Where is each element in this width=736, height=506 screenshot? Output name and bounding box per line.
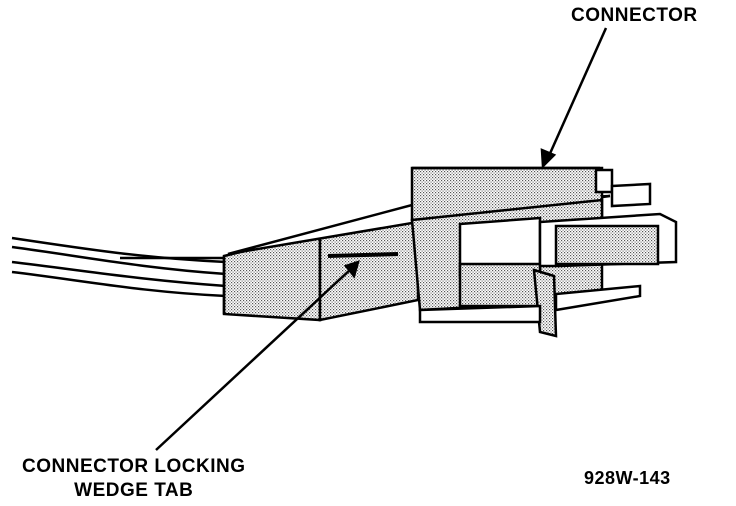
- terminal-lock: [538, 182, 678, 268]
- locking-wedge-tab-label-line1: CONNECTOR LOCKING: [22, 456, 246, 477]
- figure-id: 928W-143: [584, 468, 671, 488]
- locking-wedge-tab-label-line2: WEDGE TAB: [74, 480, 194, 501]
- wire-bundle: [11, 236, 227, 298]
- locking-wedge-tab-label: CONNECTOR LOCKING WEDGE TAB: [22, 455, 245, 503]
- leader-lines: [155, 27, 608, 451]
- connector-slot: [458, 216, 542, 308]
- connector-label: CONNECTOR: [571, 5, 698, 26]
- lower-latch: [418, 268, 642, 338]
